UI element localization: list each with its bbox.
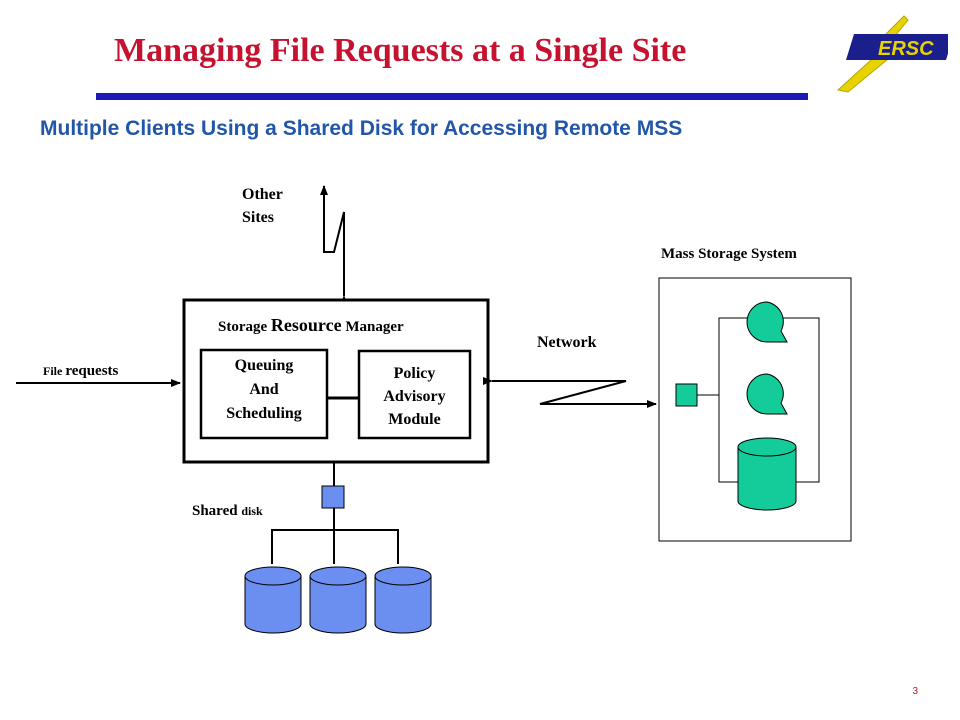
shared-disk-prefix: Shared (192, 503, 242, 519)
other-sites-line2: Sites (242, 209, 274, 226)
srm-label-prefix: Storage (218, 319, 271, 335)
slide-title: Managing File Requests at a Single Site (114, 32, 687, 69)
mss-controller-icon (675, 383, 698, 407)
tape-drive-icon (746, 373, 788, 415)
disk-cylinder-icon (374, 566, 432, 634)
policy-advisory-module-label: Policy Advisory Module (359, 362, 470, 431)
mass-storage-system-label: Mass Storage System (661, 246, 797, 262)
tape-drive-icon (746, 301, 788, 343)
file-requests-prefix: File (43, 364, 66, 378)
policy-line3: Module (388, 411, 441, 428)
file-requests-label: File requests (43, 363, 118, 380)
shared-disk-label: Shared disk (192, 503, 263, 520)
shared-disk-suffix: disk (241, 504, 263, 518)
queuing-scheduling-box (199, 348, 329, 440)
queuing-line1: Queuing (234, 357, 294, 374)
storage-resource-manager-label: Storage Resource Manager (218, 315, 404, 336)
slide-number: 3 (912, 686, 918, 697)
other-sites-line1: Other (242, 186, 283, 203)
logo-banner (846, 34, 948, 60)
queuing-scheduling-label: Queuing And Scheduling (201, 354, 327, 426)
srm-label-emphasis: Resource (270, 315, 342, 335)
policy-advisory-module-box (357, 349, 472, 440)
logo-text: ERSC (878, 38, 934, 60)
queuing-line2: And (249, 381, 279, 398)
network-label: Network (537, 334, 597, 351)
title-underline (96, 93, 808, 100)
other-sites-label: Other Sites (242, 183, 283, 229)
file-requests-main: requests (65, 363, 119, 379)
policy-line2: Advisory (383, 388, 446, 405)
nersc-logo: ERSC (836, 15, 948, 93)
queuing-line3: Scheduling (226, 405, 302, 422)
mss-disk-cylinder-icon (737, 437, 797, 511)
shared-disk-controller-icon (321, 485, 345, 509)
disk-cylinder-icon (309, 566, 367, 634)
other-sites-link (320, 185, 348, 305)
policy-line1: Policy (393, 365, 436, 382)
disk-cylinder-icon (244, 566, 302, 634)
slide-subtitle: Multiple Clients Using a Shared Disk for… (40, 117, 683, 140)
srm-label-suffix: Manager (341, 319, 404, 335)
network-link (483, 377, 657, 408)
